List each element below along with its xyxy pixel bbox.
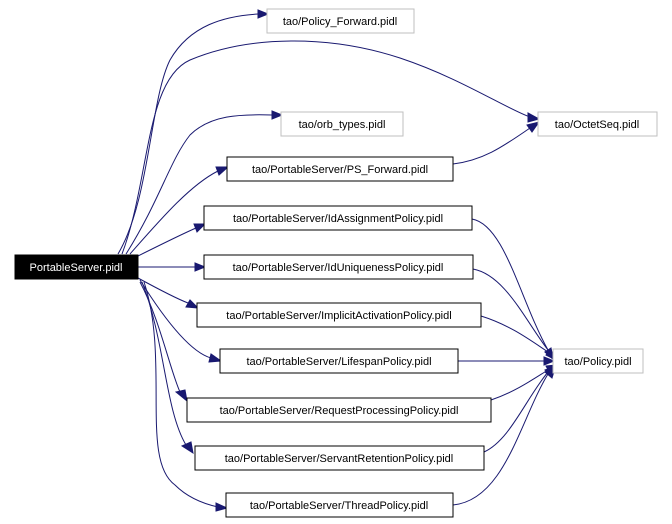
- node-request-processing-label: tao/PortableServer/RequestProcessingPoli…: [220, 405, 459, 417]
- edge-thread-to-policy: [452, 373, 549, 506]
- arrow-orb-types: [271, 110, 284, 120]
- node-implicit-activation[interactable]: tao/PortableServer/ImplicitActivationPol…: [196, 302, 482, 328]
- arrow-octetseq-2: [526, 121, 541, 133]
- node-root[interactable]: PortableServer.pidl: [14, 254, 139, 280]
- arrow-implicit-activation: [185, 299, 200, 309]
- node-thread-label: tao/PortableServer/ThreadPolicy.pidl: [250, 500, 428, 512]
- node-policy-label: tao/Policy.pidl: [564, 356, 631, 368]
- edge-root-to-implicit-activation: [137, 277, 189, 304]
- edge-root-to-id-assignment: [135, 227, 197, 258]
- node-ps-forward-label: tao/PortableServer/PS_Forward.pidl: [252, 164, 428, 176]
- edge-implicit-activation-to-policy: [480, 315, 549, 353]
- arrow-policy-4: [543, 356, 556, 366]
- edge-id-uniqueness-to-policy: [472, 268, 549, 351]
- node-id-uniqueness[interactable]: tao/PortableServer/IdUniquenessPolicy.pi…: [203, 254, 474, 280]
- edge-root-to-request-processing: [139, 281, 181, 393]
- node-orb-types-label: tao/orb_types.pidl: [299, 119, 386, 131]
- node-lifespan-label: tao/PortableServer/LifespanPolicy.pidl: [246, 356, 431, 368]
- edge-root-to-ps-forward: [129, 170, 219, 255]
- node-root-label: PortableServer.pidl: [30, 262, 123, 274]
- arrow-thread: [215, 502, 229, 512]
- edge-root-to-octetseq: [121, 40, 531, 255]
- edge-root-to-policy-forward: [117, 13, 259, 255]
- node-servant-retention[interactable]: tao/PortableServer/ServantRetentionPolic…: [194, 445, 485, 471]
- arrow-id-assignment: [193, 223, 207, 233]
- arrow-policy-forward: [257, 9, 270, 19]
- node-policy[interactable]: tao/Policy.pidl: [552, 348, 644, 374]
- node-thread[interactable]: tao/PortableServer/ThreadPolicy.pidl: [225, 492, 454, 518]
- graph-nodes: PortableServer.pidl tao/Policy_Forward.p…: [14, 8, 658, 518]
- arrow-ps-forward: [215, 166, 230, 176]
- edge-ps-forward-to-octetseq: [452, 127, 531, 165]
- node-request-processing[interactable]: tao/PortableServer/RequestProcessingPoli…: [186, 397, 492, 423]
- arrow-id-uniqueness: [194, 262, 207, 272]
- arrow-lifespan: [208, 353, 223, 363]
- node-ps-forward[interactable]: tao/PortableServer/PS_Forward.pidl: [226, 156, 454, 182]
- node-octetseq[interactable]: tao/OctetSeq.pidl: [537, 111, 658, 137]
- node-servant-retention-label: tao/PortableServer/ServantRetentionPolic…: [225, 453, 453, 465]
- node-id-assignment-label: tao/PortableServer/IdAssignmentPolicy.pi…: [233, 213, 443, 225]
- edge-request-processing-to-policy: [490, 369, 549, 401]
- edge-root-to-orb-types: [125, 114, 273, 255]
- edge-root-to-lifespan: [139, 279, 212, 359]
- node-implicit-activation-label: tao/PortableServer/ImplicitActivationPol…: [226, 310, 451, 322]
- edge-root-to-thread: [143, 281, 219, 508]
- edge-root-to-servant-retention: [141, 281, 187, 446]
- arrow-request-processing: [174, 389, 188, 403]
- node-lifespan[interactable]: tao/PortableServer/LifespanPolicy.pidl: [219, 348, 459, 374]
- node-policy-forward-label: tao/Policy_Forward.pidl: [283, 16, 397, 28]
- arrow-octetseq-1: [527, 112, 541, 123]
- arrow-servant-retention: [180, 441, 194, 455]
- node-orb-types[interactable]: tao/orb_types.pidl: [280, 111, 404, 137]
- edge-servant-retention-to-policy: [483, 371, 549, 453]
- node-octetseq-label: tao/OctetSeq.pidl: [555, 119, 639, 131]
- node-id-uniqueness-label: tao/PortableServer/IdUniquenessPolicy.pi…: [233, 262, 444, 274]
- edge-id-assignment-to-policy: [471, 218, 549, 351]
- graph-edges: [117, 9, 558, 512]
- node-policy-forward[interactable]: tao/Policy_Forward.pidl: [266, 8, 415, 34]
- node-id-assignment[interactable]: tao/PortableServer/IdAssignmentPolicy.pi…: [203, 205, 473, 231]
